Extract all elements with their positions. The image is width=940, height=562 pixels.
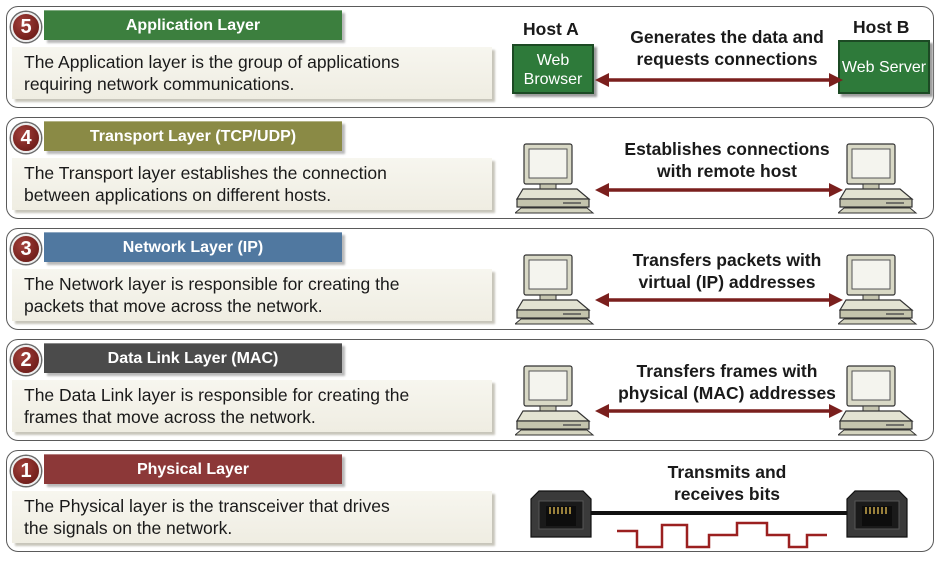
host-a-computer-icon [515,364,595,436]
caption-line: with remote host [656,161,797,181]
description-line: frames that move across the network. [24,407,316,427]
bidirectional-arrow [595,293,843,307]
data-link-layer-row: 2 Data Link Layer (MAC) The Data Link la… [6,339,934,441]
description-line: between applications on different hosts. [24,185,332,205]
layer-title: Physical Layer [44,454,342,484]
layer-caption: Generates the data and requests connecti… [597,26,857,70]
layer-description: The Application layer is the group of ap… [12,47,492,99]
caption-line: receives bits [673,484,781,504]
host-a-label: Host A [523,19,579,39]
layer-title: Transport Layer (TCP/UDP) [44,121,342,151]
layer-caption: Transfers packets with virtual (IP) addr… [597,249,857,293]
network-cable-line [591,511,847,515]
caption-line: Establishes connections [624,139,830,159]
caption-line: physical (MAC) addresses [618,383,836,403]
description-line: The Network layer is responsible for cre… [24,274,400,294]
layer-title: Application Layer [44,10,342,40]
layer-number-badge: 4 [11,123,41,153]
rj45-port-icon [529,489,593,539]
bidirectional-arrow [595,183,843,197]
caption-line: Generates the data and [630,27,824,47]
layer-description: The Network layer is responsible for cre… [12,269,492,321]
layer-description: The Physical layer is the transceiver th… [12,491,492,543]
description-line: The Physical layer is the transceiver th… [24,496,390,516]
layer-title: Network Layer (IP) [44,232,342,262]
layer-number-badge: 3 [11,234,41,264]
description-line: packets that move across the network. [24,296,323,316]
layer-description: The Data Link layer is responsible for c… [12,380,492,432]
layer-description: The Transport layer establishes the conn… [12,158,492,210]
description-line: the signals on the network. [24,518,233,538]
caption-line: Transfers packets with [632,250,822,270]
network-layer-row: 3 Network Layer (IP) The Network layer i… [6,228,934,330]
caption-line: Transmits and [667,462,787,482]
caption-line: virtual (IP) addresses [638,272,816,292]
web-server-label: Web Server [841,59,927,76]
description-line: requiring network communications. [24,74,295,94]
host-a-computer-icon [515,253,595,325]
description-line: The Transport layer establishes the conn… [24,163,387,183]
layer-caption: Transmits and receives bits [597,461,857,505]
rj45-port-icon [845,489,909,539]
caption-line: Transfers frames with [636,361,818,381]
layer-number-badge: 2 [11,345,41,375]
physical-layer-row: 1 Physical Layer The Physical layer is t… [6,450,934,552]
description-line: The Data Link layer is responsible for c… [24,385,410,405]
web-browser-line: Web [536,52,570,69]
layer-number-badge: 1 [11,456,41,486]
bidirectional-arrow [595,404,843,418]
layer-number-badge: 5 [11,12,41,42]
caption-line: requests connections [636,49,818,69]
host-a-computer-icon [515,142,595,214]
layer-title: Data Link Layer (MAC) [44,343,342,373]
bit-signal-waveform [617,521,827,549]
application-layer-row: 5 Application Layer The Application laye… [6,6,934,108]
layer-caption: Establishes connections with remote host [597,138,857,182]
web-browser-box: Web Browser [512,44,594,94]
transport-layer-row: 4 Transport Layer (TCP/UDP) The Transpor… [6,117,934,219]
host-b-label: Host B [853,17,910,37]
description-line: The Application layer is the group of ap… [24,52,400,72]
web-browser-line: Browser [523,71,583,88]
web-server-box: Web Server [838,40,930,94]
bidirectional-arrow [595,73,843,87]
layer-caption: Transfers frames with physical (MAC) add… [597,360,857,404]
